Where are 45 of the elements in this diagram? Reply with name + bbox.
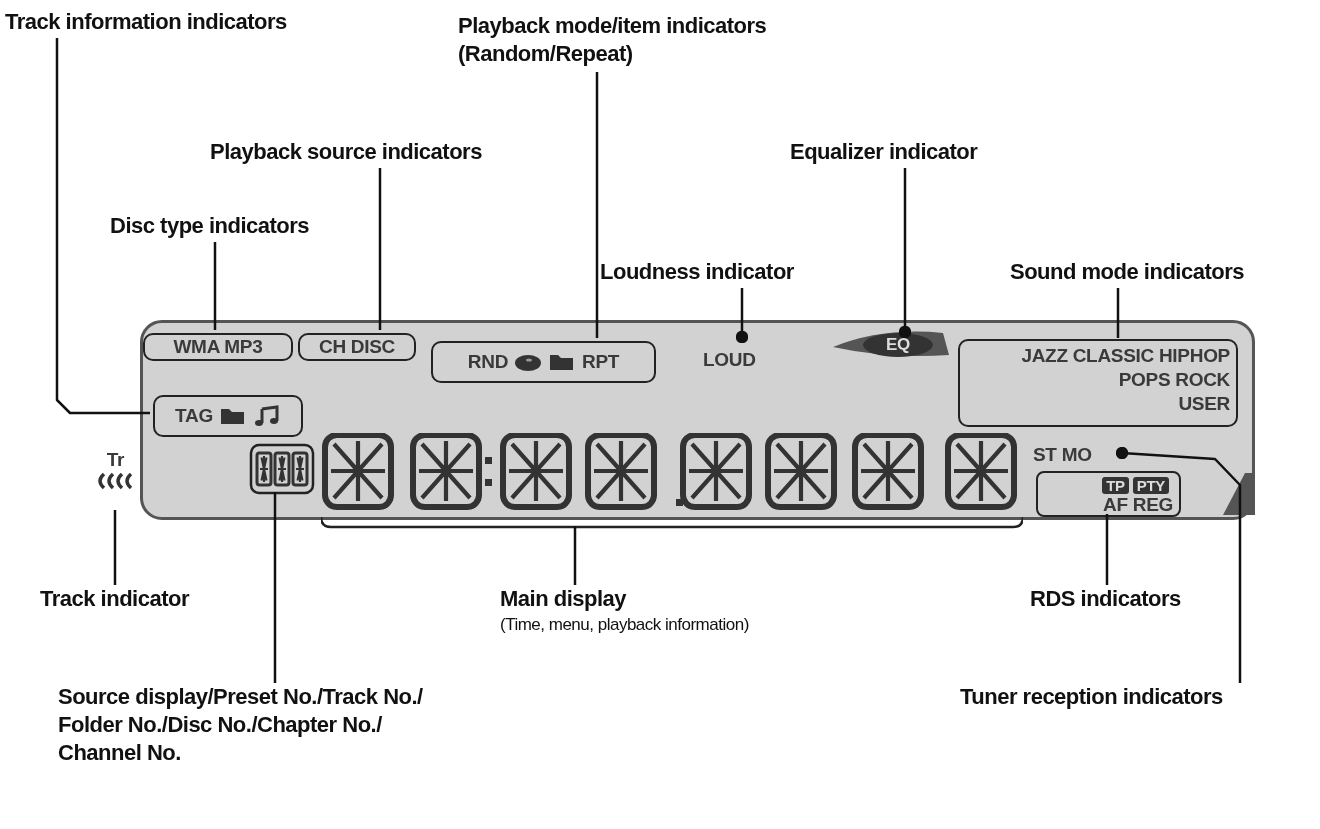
leader-line (573, 526, 577, 585)
callout-label: Main display (500, 585, 628, 613)
callout-note: (Time, menu, playback information) (500, 614, 750, 636)
outlined-indicator (958, 339, 1238, 427)
indicator-label: ST MO (1033, 443, 1121, 469)
callout-label: Track indicator (40, 585, 270, 615)
indicator-label: RPT (582, 350, 620, 374)
leader-line (1105, 514, 1109, 585)
leader-line (735, 288, 749, 344)
outlined-indicator (1036, 471, 1181, 517)
callout-label: Playback mode/item indicators (Random/Repeat) (458, 12, 848, 72)
callout-label: Playback source indicators (210, 138, 510, 168)
indicator-label: TAG (175, 404, 213, 428)
callout-label: Track information indicators (5, 8, 365, 38)
indicator-label: LOUD (703, 348, 798, 380)
indicator-label: USER (1177, 392, 1230, 416)
outlined-indicator (153, 395, 303, 437)
inverse-indicator: PTY (1132, 477, 1169, 494)
leader-line (1115, 446, 1242, 683)
callout-label: RDS indicators (1030, 585, 1230, 615)
segment-display-drawing (321, 433, 1023, 529)
leader-line (213, 242, 217, 330)
inverse-indicator: TP (1102, 477, 1129, 494)
leader-line (898, 168, 912, 339)
outlined-indicator: WMA MP3 (143, 333, 293, 361)
callout-label: Disc type indicators (110, 212, 370, 242)
indicator-label: AF REG (1102, 495, 1173, 515)
segment-digits-drawing (249, 443, 315, 495)
outlined-indicator (431, 341, 656, 383)
callout-label: Tuner reception indicators (960, 683, 1300, 713)
leader-line (595, 72, 599, 338)
callout-label: Source display/Preset No./Track No./ Folder No./Disc No./Chapter No./ Channel No. (58, 683, 458, 793)
leader-line (1116, 288, 1120, 338)
leader-line (378, 168, 382, 330)
indicator-label: RND (467, 350, 509, 374)
leader-line (273, 492, 277, 683)
leader-line (55, 38, 150, 415)
outlined-indicator: CH DISC (298, 333, 416, 361)
indicator-label: JAZZ CLASSIC HIPHOP (1020, 344, 1230, 368)
leader-line (113, 510, 117, 585)
callout-label: Sound mode indicators (1010, 258, 1310, 288)
indicator-label: POPS ROCK (1117, 368, 1230, 392)
indicator-label: Tr (105, 448, 126, 472)
callout-label: Equalizer indicator (790, 138, 1050, 168)
callout-label: Loudness indicator (600, 258, 840, 288)
